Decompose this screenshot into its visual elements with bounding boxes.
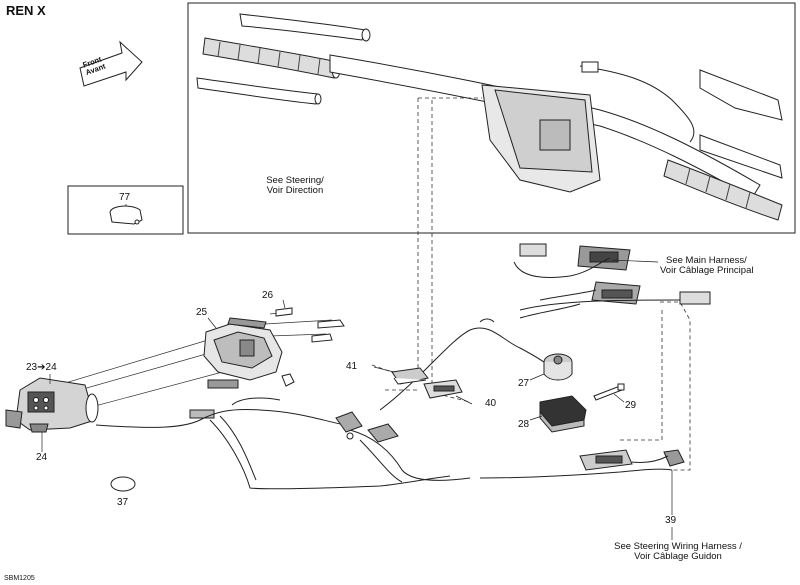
connectors-40-41 (391, 367, 463, 399)
front-arrow-icon (79, 40, 143, 87)
connector-39 (579, 449, 685, 471)
steering-reference-line1: See Steering/ (266, 175, 324, 186)
part-number-25: 25 (196, 307, 208, 318)
part-number-28: 28 (518, 419, 530, 430)
bracket-25 (203, 317, 283, 381)
part-number-39: 39 (665, 515, 677, 526)
part-number-23-24: 23➔24 (26, 362, 57, 373)
steering-wiring-callout: See Steering Wiring Harness / Voir Câbla… (578, 542, 778, 562)
clip-part (281, 373, 295, 387)
part-37-ring (110, 476, 136, 492)
handlebar-assembly (196, 13, 783, 221)
part-number-37: 37 (117, 497, 129, 508)
part-77-cap (109, 205, 143, 225)
steering-wiring-line2: Voir Câblage Guidon (634, 551, 722, 562)
screws-26 (275, 307, 345, 343)
part-number-29: 29 (625, 400, 637, 411)
steering-wiring-line1: See Steering Wiring Harness / (614, 541, 742, 552)
callout-leader-lines (41, 204, 673, 540)
harness-connectors-mid (335, 411, 399, 443)
main-harness-callout: See Main Harness/ Voir Câblage Principal (660, 256, 800, 276)
steering-inset-frame (187, 2, 796, 234)
part-27-connector (543, 353, 573, 381)
part-number-77: 77 (119, 192, 131, 203)
main-harness-connectors (513, 243, 711, 319)
part-77-inset-frame (67, 185, 184, 235)
diagram-title: REN X (6, 3, 46, 18)
steering-reference-line2: Voir Direction (266, 185, 324, 196)
diagram-code: SBM1205 (4, 575, 35, 582)
switch-housing (5, 377, 99, 433)
main-harness-line2: Voir Câblage Principal (660, 265, 754, 276)
steering-reference-callout: See Steering/ Voir Direction (240, 176, 350, 196)
part-29-pin (593, 383, 625, 401)
part-number-24: 24 (36, 452, 48, 463)
assembly-guide-lines (61, 311, 333, 411)
main-harness-line1: See Main Harness/ (666, 255, 747, 266)
connectors-left (189, 379, 239, 419)
part-number-40: 40 (485, 398, 497, 409)
part-number-41: 41 (346, 361, 358, 372)
part-number-27: 27 (518, 378, 530, 389)
part-28-module (539, 395, 587, 433)
part-number-26: 26 (262, 290, 274, 301)
